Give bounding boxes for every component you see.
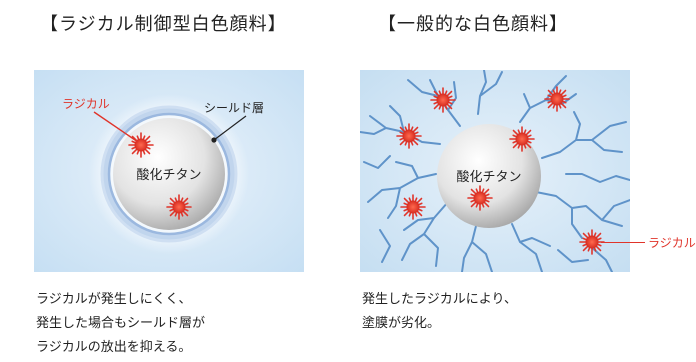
radical-label: ラジカル <box>62 97 110 111</box>
radical-burst-icon <box>544 86 570 112</box>
radical-leader-line <box>93 111 139 143</box>
caption-right: 発生したラジカルにより、 塗膜が劣化。 <box>362 288 517 336</box>
title-general-pigment: 【一般的な白色顔料】 <box>378 14 568 35</box>
radical-burst-icon <box>509 126 535 152</box>
shield-label: シールド層 <box>204 101 264 115</box>
titanium-label: 酸化チタン <box>136 168 201 183</box>
panel-general-pigment: 酸化チタン <box>360 70 630 272</box>
radical-burst-icon <box>166 194 192 220</box>
caption-line: ラジカルが発生しにくく、 <box>36 292 192 307</box>
panel-radical-controlled: ラジカル シールド層 酸化チタン <box>34 70 304 272</box>
radical-leader-line-right <box>601 242 645 244</box>
radical-label-right: ラジカル <box>648 236 696 250</box>
radical-burst-icon <box>400 194 426 220</box>
caption-line: 発生した場合もシールド層が <box>36 316 206 331</box>
caption-line: 発生したラジカルにより、 <box>362 292 517 307</box>
radical-burst-icon <box>128 132 154 158</box>
titanium-sphere-icon <box>437 124 541 228</box>
caption-left: ラジカルが発生しにくく、 発生した場合もシールド層が ラジカルの放出を抑える。 <box>36 288 205 360</box>
titanium-label: 酸化チタン <box>456 170 521 185</box>
caption-line: 塗膜が劣化。 <box>362 316 441 331</box>
caption-line: ラジカルの放出を抑える。 <box>36 340 192 355</box>
radical-burst-icon <box>579 229 605 255</box>
radical-burst-icon <box>430 87 456 113</box>
radical-burst-icon <box>396 123 422 149</box>
shield-ring-icon <box>100 105 238 243</box>
title-radical-controlled: 【ラジカル制御型白色顔料】 <box>40 14 287 35</box>
shield-leader-line <box>213 115 247 141</box>
shield-leader-dot <box>211 137 217 143</box>
radical-burst-icon <box>467 185 493 211</box>
